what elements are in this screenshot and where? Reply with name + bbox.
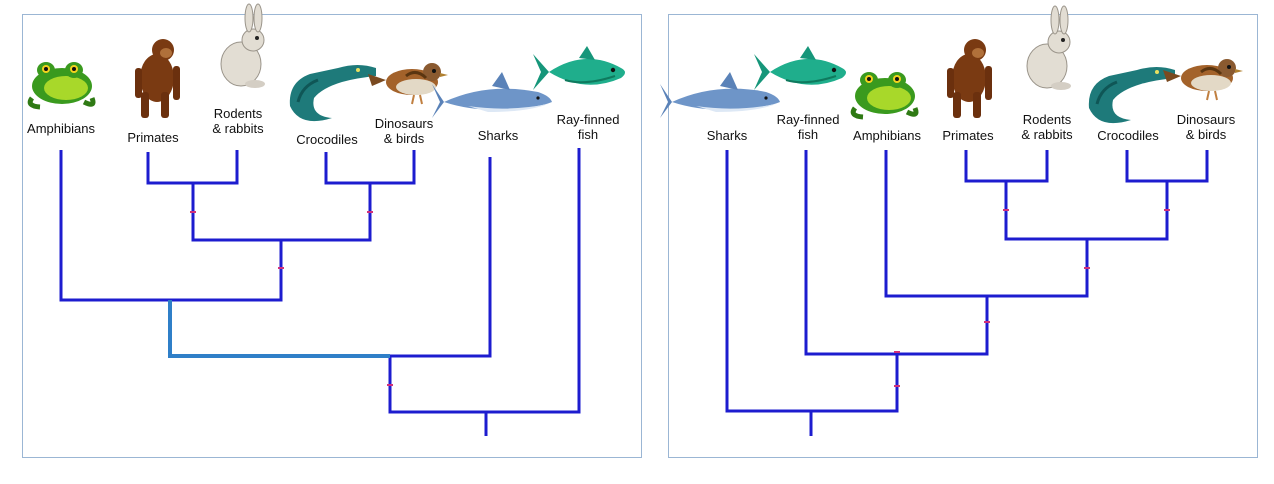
taxon-label: Ray-finned fish bbox=[556, 112, 620, 142]
taxon-label: Sharks bbox=[706, 128, 748, 143]
tuna-icon bbox=[532, 45, 626, 91]
rabbit-icon bbox=[1026, 5, 1072, 91]
tree-branch bbox=[388, 148, 581, 414]
rabbit-icon bbox=[220, 3, 266, 89]
tree-branch bbox=[804, 150, 989, 356]
tree-branch bbox=[191, 183, 372, 242]
ape-icon bbox=[135, 39, 180, 118]
tree-branch bbox=[324, 150, 416, 185]
tree-branch bbox=[1004, 181, 1169, 241]
left-cladogram-panel bbox=[22, 14, 642, 458]
taxon-label: Rodents & rabbits bbox=[1021, 112, 1073, 142]
taxon-label: Sharks bbox=[477, 128, 519, 143]
taxon-label: Primates bbox=[942, 128, 994, 143]
tree-branch bbox=[59, 150, 283, 302]
taxon-label: Crocodiles bbox=[296, 132, 358, 147]
tuna-icon bbox=[753, 45, 847, 91]
tree-branch bbox=[725, 150, 899, 413]
taxon-label: Dinosaurs & birds bbox=[374, 116, 434, 146]
taxon-label: Rodents & rabbits bbox=[212, 106, 264, 136]
tree-branch bbox=[884, 150, 1089, 298]
sparrow-icon bbox=[1161, 57, 1245, 102]
crocodile-icon bbox=[288, 63, 378, 123]
taxon-label: Dinosaurs & birds bbox=[1176, 112, 1236, 142]
crocodile-icon bbox=[1087, 65, 1177, 125]
taxon-label: Ray-finned fish bbox=[776, 112, 840, 142]
sparrow-icon bbox=[366, 61, 450, 106]
ape-icon bbox=[947, 39, 992, 118]
taxon-label: Amphibians bbox=[853, 128, 921, 143]
taxon-label: Amphibians bbox=[27, 121, 95, 136]
highlighted-branch bbox=[168, 300, 390, 358]
frog-icon bbox=[30, 62, 93, 107]
taxon-label: Primates bbox=[127, 130, 179, 145]
tree-branch bbox=[146, 150, 239, 185]
tree-branch bbox=[964, 150, 1049, 183]
shark-icon bbox=[432, 72, 552, 118]
tree-branch bbox=[1125, 150, 1209, 183]
taxon-label: Crocodiles bbox=[1097, 128, 1159, 143]
frog-icon bbox=[853, 72, 916, 117]
